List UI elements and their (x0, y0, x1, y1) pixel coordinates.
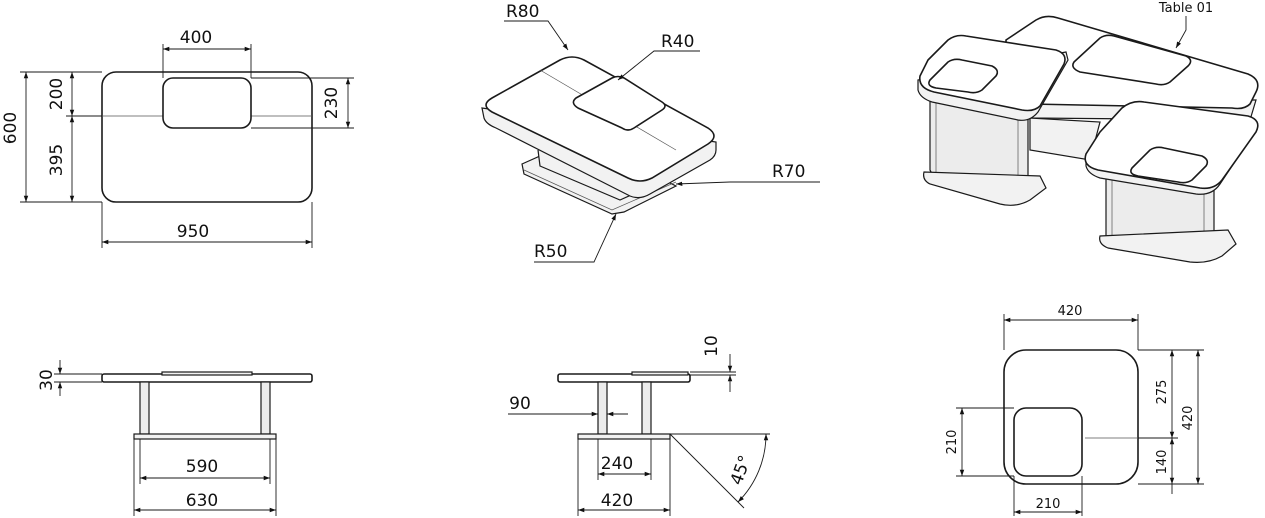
side-view: 10 90 240 420 45° (508, 335, 770, 516)
long-table-inset (1072, 34, 1192, 86)
dim-230: 230 (322, 87, 342, 119)
dim-240: 240 (601, 454, 633, 474)
dim-45-deg: 45° (727, 453, 756, 488)
label-table-01: Table 01 (1158, 1, 1213, 16)
side-base (577, 433, 671, 440)
iso-view: R80 R40 R70 R50 (481, 2, 820, 263)
leader-r50 (534, 213, 617, 263)
right-stool-top (1084, 100, 1259, 190)
leader-r80 (504, 20, 569, 51)
label-r50: R50 (534, 242, 567, 262)
dim-90: 90 (509, 394, 531, 414)
top-view: 400 600 200 395 230 950 (1, 28, 354, 248)
iso-tabletop (485, 56, 715, 182)
leader-r40 (617, 50, 700, 81)
dim-210-left: 210 (945, 430, 960, 455)
dim-10: 10 (702, 335, 722, 357)
dim-420-right: 420 (1181, 406, 1196, 431)
dim-590: 590 (186, 457, 218, 477)
dim-420-side: 420 (601, 491, 633, 511)
dim-30: 30 (37, 369, 57, 391)
tabletop-plan (101, 71, 313, 203)
dim-140: 140 (1155, 450, 1170, 475)
dim-420-top: 420 (1058, 304, 1083, 319)
label-r40: R40 (661, 32, 694, 52)
side-inset (631, 371, 689, 376)
dim-950: 950 (177, 222, 209, 242)
front-leg-right (260, 381, 271, 435)
iso-set-view: Table 01 (917, 1, 1259, 263)
leader-r70 (675, 181, 820, 186)
front-inset (161, 371, 253, 376)
front-view: 30 590 630 (37, 360, 313, 516)
dim-395: 395 (47, 144, 67, 176)
dim-400: 400 (180, 28, 212, 48)
label-r80: R80 (506, 2, 539, 22)
dim-210-bottom: 210 (1036, 497, 1061, 512)
side-tabletop (557, 373, 691, 383)
left-stool-inset (928, 58, 999, 94)
side-leg-right (641, 381, 652, 435)
right-stool-inset (1130, 146, 1209, 184)
dim-630: 630 (186, 491, 218, 511)
leader-table-tag (1175, 16, 1187, 49)
stool-plan-view: 420 275 140 420 210 210 (945, 304, 1204, 516)
stool-inset-plan (1013, 407, 1083, 477)
side-leg-left (597, 381, 608, 435)
front-base (133, 433, 277, 440)
right-stool-base (1099, 229, 1237, 263)
dim-600: 600 (1, 112, 21, 144)
label-r70: R70 (772, 162, 805, 182)
front-leg-left (139, 381, 150, 435)
left-stool-base (923, 171, 1047, 206)
dim-200: 200 (47, 78, 67, 110)
dim-275: 275 (1155, 380, 1170, 405)
dim-arc-45 (737, 433, 769, 503)
inset-panel-plan (162, 77, 252, 129)
